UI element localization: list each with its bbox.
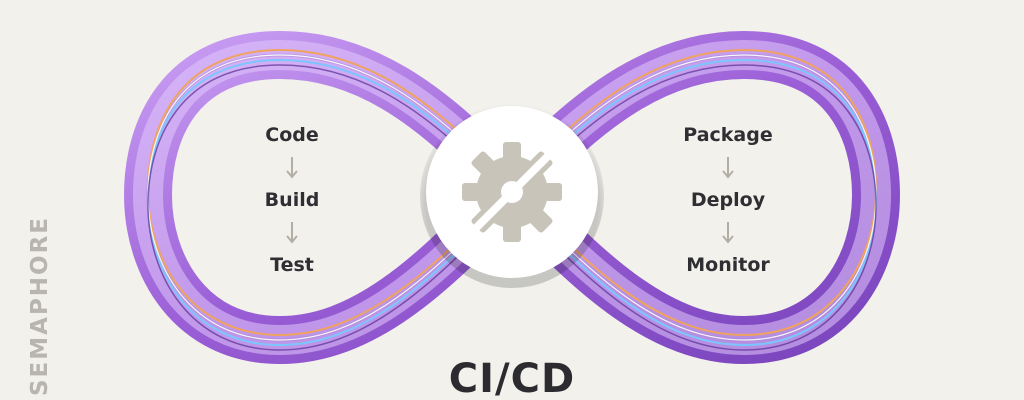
- arrow-down-icon: [722, 157, 734, 179]
- arrow-down-icon: [722, 222, 734, 244]
- arrow-down-icon: [286, 222, 298, 244]
- gear-icon: [462, 142, 562, 242]
- stage-deploy: Deploy: [690, 189, 766, 211]
- brand-logo-text: SEMAPHORE: [27, 215, 53, 397]
- stage-package: Package: [683, 124, 773, 146]
- stage-code: Code: [265, 124, 319, 146]
- diagram-title: CI/CD: [448, 356, 576, 400]
- arrow-down-icon: [286, 157, 298, 179]
- stage-monitor: Monitor: [686, 254, 770, 276]
- stage-test: Test: [270, 254, 314, 276]
- stage-build: Build: [264, 189, 320, 211]
